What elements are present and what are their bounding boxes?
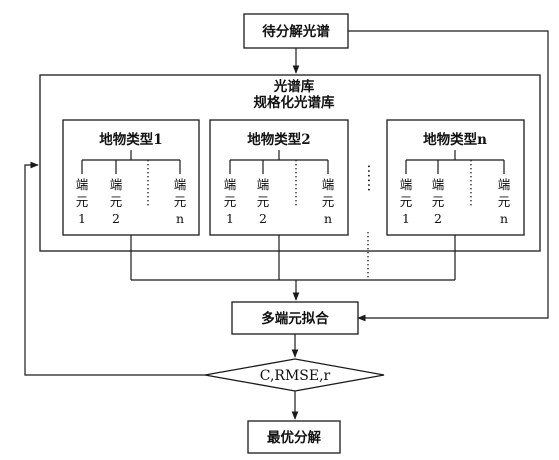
class-box-n: 地物类型n 端 元 1 端 元 2 端 元 n bbox=[386, 119, 525, 236]
arrow-input-to-fitting bbox=[348, 30, 549, 322]
c1-em1-char1: 端 bbox=[76, 177, 89, 192]
class-1-label: 地物类型1 bbox=[99, 131, 162, 148]
fitting-box bbox=[231, 301, 359, 335]
cn-em1-index: 1 bbox=[402, 211, 410, 226]
c1-em1-char2: 元 bbox=[76, 194, 89, 209]
input-spectrum-label: 待分解光谱 bbox=[262, 23, 330, 40]
c2-emn-char1: 端 bbox=[322, 177, 335, 192]
cn-em2-char2: 元 bbox=[432, 194, 445, 209]
class-box-2-frame bbox=[209, 119, 349, 236]
c1-em2-char2: 元 bbox=[110, 194, 123, 209]
c2-em1-char1: 端 bbox=[224, 177, 237, 192]
library-title: 光谱库 bbox=[273, 78, 315, 95]
output-box bbox=[247, 420, 341, 454]
cn-em2-char1: 端 bbox=[432, 177, 445, 192]
decision-label: C,RMSE,r bbox=[260, 368, 331, 384]
cn-em2-index: 2 bbox=[434, 211, 442, 226]
cn-emn-char1: 端 bbox=[498, 177, 511, 192]
library-subtitle: 规格化光谱库 bbox=[254, 94, 335, 111]
c1-emn-char1: 端 bbox=[174, 177, 187, 192]
cn-em1-char1: 端 bbox=[400, 177, 413, 192]
class-2-label: 地物类型2 bbox=[247, 131, 310, 148]
fitting-label: 多端元拟合 bbox=[261, 310, 329, 327]
classes-ellipsis: …… bbox=[364, 164, 380, 192]
class-box-1: 地物类型1 端 元 1 端 元 2 端 元 n bbox=[62, 119, 200, 236]
c1-em2-index: 2 bbox=[112, 211, 120, 226]
cn-emn-char2: 元 bbox=[498, 194, 511, 209]
output-label: 最优分解 bbox=[267, 429, 321, 446]
c2-em2-char2: 元 bbox=[257, 194, 270, 209]
class-box-2: 地物类型2 端 元 1 端 元 2 端 元 n bbox=[209, 119, 349, 236]
c2-emn-index: n bbox=[324, 211, 332, 226]
c2-em2-index: 2 bbox=[259, 211, 267, 226]
c1-em1-index: 1 bbox=[78, 211, 86, 226]
c2-em1-char2: 元 bbox=[224, 194, 237, 209]
class-box-1-frame bbox=[62, 119, 200, 236]
c2-em1-index: 1 bbox=[226, 211, 234, 226]
cn-em1-char2: 元 bbox=[400, 194, 413, 209]
c1-emn-char2: 元 bbox=[174, 194, 187, 209]
c1-emn-index: n bbox=[176, 211, 184, 226]
class-n-label: 地物类型n bbox=[423, 131, 487, 148]
c2-em2-char1: 端 bbox=[257, 177, 270, 192]
class-box-n-frame bbox=[386, 119, 525, 236]
arrow-decision-loopback bbox=[24, 161, 205, 376]
input-spectrum-box bbox=[243, 13, 349, 49]
cn-emn-index: n bbox=[500, 211, 508, 226]
c1-em2-char1: 端 bbox=[110, 177, 123, 192]
c2-emn-char2: 元 bbox=[322, 194, 335, 209]
decision-diamond bbox=[204, 358, 385, 392]
